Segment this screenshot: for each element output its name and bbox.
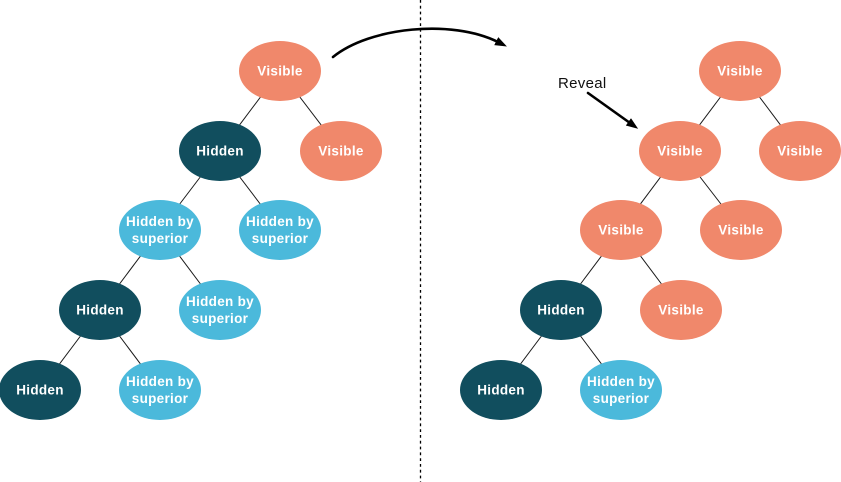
- node-ellipse: [239, 41, 321, 101]
- node-visible: Visible: [759, 121, 841, 181]
- node-ellipse: [699, 41, 781, 101]
- node-ellipse: [179, 280, 261, 340]
- node-ellipse: [580, 200, 662, 260]
- transform-arrow: [331, 27, 507, 59]
- node-hidden: Hidden: [59, 280, 141, 340]
- node-label: Visible: [718, 223, 764, 238]
- node-ellipse: [0, 360, 81, 420]
- node-label: Visible: [658, 303, 704, 318]
- node-label: Visible: [717, 64, 763, 79]
- node-label: Visible: [657, 144, 703, 159]
- node-label: Hidden: [537, 303, 585, 318]
- node-visible: Visible: [580, 200, 662, 260]
- node-ellipse: [520, 280, 602, 340]
- node-visible: Visible: [239, 41, 321, 101]
- node-ellipse: [640, 280, 722, 340]
- node-label: Hidden: [196, 144, 244, 159]
- node-ellipse: [460, 360, 542, 420]
- node-ellipse: [119, 200, 201, 260]
- node-ellipse: [759, 121, 841, 181]
- node-ellipse: [179, 121, 261, 181]
- node-hidden: Hidden: [460, 360, 542, 420]
- node-ellipse: [639, 121, 721, 181]
- node-ellipse: [59, 280, 141, 340]
- node-hidden: Hidden: [179, 121, 261, 181]
- node-ellipse: [580, 360, 662, 420]
- node-label: Hidden: [16, 383, 64, 398]
- node-label: Visible: [318, 144, 364, 159]
- node-visible: Visible: [639, 121, 721, 181]
- node-visible: Visible: [699, 41, 781, 101]
- node-ellipse: [239, 200, 321, 260]
- node-ellipse: [300, 121, 382, 181]
- node-ellipse: [700, 200, 782, 260]
- node-label: Hidden: [76, 303, 124, 318]
- reveal-arrow: [586, 91, 639, 129]
- node-label: Visible: [598, 223, 644, 238]
- node-label: Hidden: [477, 383, 525, 398]
- node-hidden: Hidden: [0, 360, 81, 420]
- node-visible: Visible: [640, 280, 722, 340]
- node-visible: Visible: [700, 200, 782, 260]
- node-label: Visible: [777, 144, 823, 159]
- node-label: Visible: [257, 64, 303, 79]
- reveal-label: Reveal: [558, 75, 607, 92]
- node-ellipse: [119, 360, 201, 420]
- node-visible: Visible: [300, 121, 382, 181]
- node-hidden: Hidden: [520, 280, 602, 340]
